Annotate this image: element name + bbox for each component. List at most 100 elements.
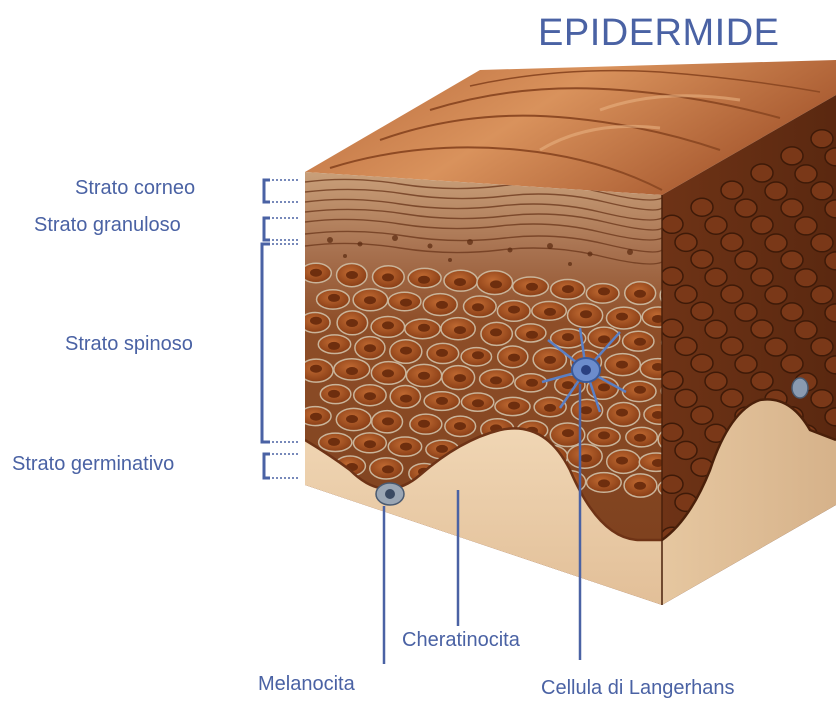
label-melanocita: Melanocita [258,674,355,694]
cell-nucleus [454,422,466,430]
side-cell [795,321,817,339]
cell-nucleus [598,335,610,343]
cell-nucleus [382,417,394,425]
bracket-granuloso [264,218,270,240]
side-cell [661,423,683,441]
cell-nucleus [418,372,430,380]
cell-nucleus [580,406,592,414]
side-cell [661,267,683,285]
cell-nucleus [472,303,484,311]
side-cell [705,216,727,234]
cell-nucleus [598,287,610,295]
cell-nucleus [364,392,376,400]
side-cell [781,251,803,269]
side-cell [735,303,757,321]
side-cell [735,251,757,269]
side-cell [751,372,773,390]
side-cell [795,217,817,235]
cell-nucleus [310,365,322,373]
side-cell [765,286,787,304]
cell-nucleus [472,399,484,407]
cell-nucleus [634,386,646,394]
side-cell [751,320,773,338]
side-cell [675,233,697,251]
label-strato-corneo: Strato corneo [75,178,195,198]
cell-nucleus [508,354,520,362]
side-cell [811,338,833,356]
side-cell [781,355,803,373]
side-cell [765,182,787,200]
cell-nucleus [616,361,628,369]
cell-nucleus [526,283,538,291]
side-cell [661,475,683,493]
cell-nucleus [346,271,358,279]
cell-nucleus [454,278,466,286]
cell-nucleus [346,367,358,375]
side-cell [811,130,833,148]
cell-nucleus [562,381,574,389]
cell-nucleus [508,402,520,410]
side-cell [705,320,727,338]
cell-nucleus [418,324,430,332]
cell-nucleus [454,326,466,334]
cell-nucleus [454,374,466,382]
cell-nucleus [580,454,592,462]
cell-nucleus [382,369,394,377]
side-cell [721,285,743,303]
side-cell [735,199,757,217]
cell-nucleus [616,409,628,417]
cell-nucleus [328,342,340,350]
label-strato-spinoso: Strato spinoso [65,334,193,354]
cell-nucleus [544,308,556,316]
cell-nucleus [328,438,340,446]
cell-nucleus [544,356,556,364]
cell-nucleus [400,443,412,451]
label-strato-germinativo: Strato germinativo [12,454,174,474]
side-cell [691,250,713,268]
cell-nucleus [346,319,358,327]
cell-nucleus [436,301,448,309]
cell-nucleus [400,299,412,307]
cell-nucleus [562,333,574,341]
side-cell [751,164,773,182]
side-cell [691,302,713,320]
bracket-germinativo [264,454,270,478]
side-cell [811,286,833,304]
cell-nucleus [472,351,484,359]
side-cell [781,199,803,217]
label-cellula-di-langerhans: Cellula di Langerhans [541,678,734,698]
side-cell [675,441,697,459]
side-cell [795,165,817,183]
cell-nucleus [490,280,502,288]
side-cell [811,234,833,252]
side-cell [751,216,773,234]
side-cell [661,371,683,389]
cell-nucleus [490,328,502,336]
side-cell [765,338,787,356]
label-cheratinocita: Cheratinocita [402,630,520,650]
cell-nucleus [382,465,394,473]
side-cell [705,372,727,390]
side-cell [781,147,803,165]
cell-nucleus [634,482,646,490]
cell-nucleus [382,273,394,281]
cell-nucleus [310,413,322,421]
cell-nucleus [436,349,448,357]
side-cell [721,181,743,199]
cell-nucleus [418,276,430,284]
cell-nucleus [616,457,628,465]
cell-nucleus [616,313,628,321]
cell-nucleus [346,415,358,423]
side-cell [795,269,817,287]
diagram-title: EPIDERMIDE [538,14,779,52]
cell-nucleus [436,397,448,405]
cell-nucleus [310,317,322,325]
cell-nucleus [598,479,610,487]
cell-nucleus [382,321,394,329]
side-cell [811,182,833,200]
melanocyte-cell [376,483,404,505]
cell-nucleus [634,434,646,442]
side-cell [691,198,713,216]
bracket-dots [272,180,300,478]
cell-nucleus [328,294,340,302]
